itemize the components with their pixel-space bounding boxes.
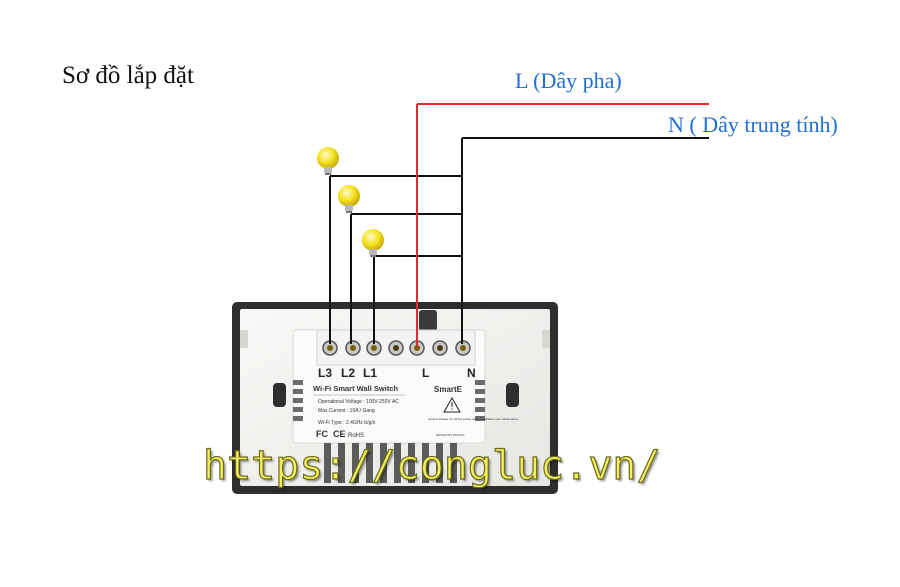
neutral-wires [329, 137, 709, 344]
mounting-tab-left [273, 383, 286, 407]
bulb-icon [338, 185, 360, 213]
module-bottom-vents [324, 443, 457, 483]
side-clip-left [240, 330, 248, 348]
device-brand: SmartE [434, 385, 463, 394]
side-clip-right [542, 330, 550, 348]
website-watermark: https://congluc.vn/ [202, 442, 661, 489]
device-design: DESIGN BY PACIFIC [436, 433, 466, 437]
terminal-label-n: N [467, 366, 476, 380]
neutral-wire-label: N ( Dây trung tính) [668, 112, 838, 137]
cert-ce: CE [333, 429, 346, 439]
mounting-tab-top [419, 310, 437, 332]
terminal-label-l: L [422, 366, 429, 380]
bulb-icon [317, 147, 339, 175]
device-model-title: Wi-Fi Smart Wall Switch [313, 384, 398, 393]
terminal-label-l3: L3 [318, 366, 332, 380]
device-voltage: Operational Voltage : 100V-250V AC [318, 399, 399, 405]
warning-icon [443, 396, 461, 413]
mounting-tab-right [506, 383, 519, 407]
device-caution: Caution:Please cut off the power when in… [428, 417, 519, 421]
terminal-label-l2: L2 [341, 366, 355, 380]
line-wire [416, 103, 709, 346]
terminal-label-l1: L1 [363, 366, 377, 380]
cert-rohs: RoHS [348, 433, 364, 439]
module-side-vents [293, 380, 485, 421]
terminal-screws [322, 340, 471, 356]
diagram-title: Sơ đồ lắp đặt [62, 62, 194, 89]
line-wire-label: L (Dây pha) [515, 68, 622, 93]
bulb-icon [362, 229, 384, 257]
switch-module: L3 L2 L1 L N Wi-Fi Smart Wall Switch Ope… [292, 329, 519, 483]
cert-fc: FC [316, 429, 328, 439]
device-current: Max.Current : 10A / Gang [318, 408, 375, 414]
device-wifi: Wi-Fi Type : 2.4GHz b/g/n [318, 420, 376, 426]
